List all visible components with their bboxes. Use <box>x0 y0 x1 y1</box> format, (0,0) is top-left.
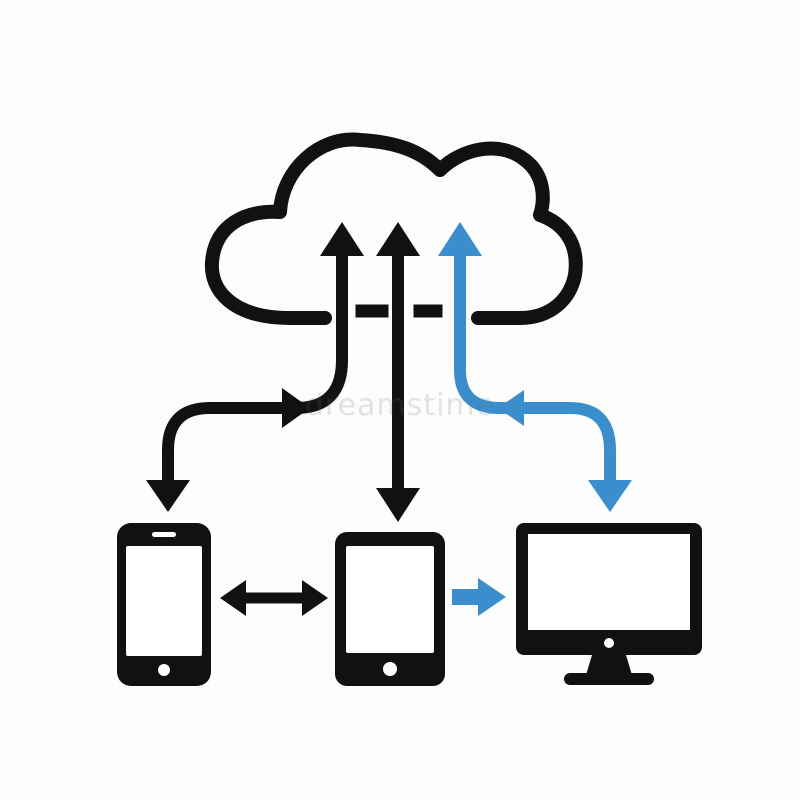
smartphone-icon <box>117 523 211 686</box>
home-button <box>383 662 397 676</box>
arrow-tablet-to-desktop <box>452 578 506 616</box>
arrow-head-up <box>320 222 364 256</box>
desktop-monitor-icon <box>516 523 702 685</box>
arrow-head-right <box>282 388 310 428</box>
arrow-head-up <box>376 222 420 256</box>
power-indicator <box>604 638 614 648</box>
home-button <box>158 664 170 676</box>
cloud-icon <box>204 132 583 325</box>
arrow-smartphone-tablet-bidirectional <box>220 580 328 616</box>
arrow-cloud-to-smartphone <box>146 222 364 512</box>
watermark: dreamstime <box>304 388 496 423</box>
arrow-head-down <box>146 480 190 512</box>
monitor-stand <box>586 655 632 675</box>
tablet-icon <box>335 532 445 686</box>
arrow-head-left <box>498 390 524 426</box>
speaker-slot <box>152 532 176 537</box>
arrow-head-down <box>376 488 420 522</box>
arrow-head-down <box>588 480 632 512</box>
arrow-cloud-to-desktop <box>438 222 632 512</box>
monitor-base <box>564 673 654 685</box>
arrow-cloud-tablet-bidirectional <box>376 222 420 522</box>
arrow-head-up <box>438 222 482 256</box>
